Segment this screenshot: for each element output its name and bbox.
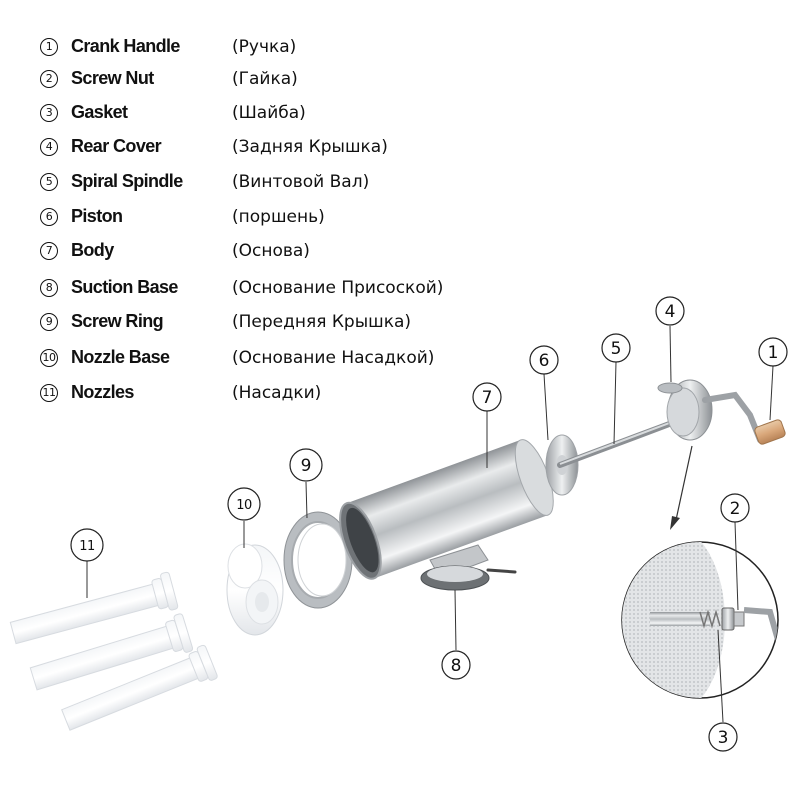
legend-label-ru: (Шайба) bbox=[232, 103, 306, 123]
spiral-spindle bbox=[557, 417, 683, 468]
legend-label-ru: (Гайка) bbox=[232, 69, 298, 89]
rear-cover bbox=[657, 379, 713, 441]
nozzle-1 bbox=[9, 571, 179, 645]
callout-2: 2 bbox=[720, 493, 750, 523]
nozzle-base bbox=[226, 543, 284, 636]
screw-ring bbox=[283, 511, 353, 609]
callout-6: 6 bbox=[529, 345, 559, 375]
legend-label-ru: (Ручка) bbox=[232, 37, 297, 57]
callout-label: 3 bbox=[718, 728, 729, 748]
callout-label: 8 bbox=[451, 656, 462, 676]
legend-item-crank-handle: 1 Crank Handle (Ручка) bbox=[40, 36, 480, 62]
body bbox=[339, 439, 554, 580]
callout-label: 7 bbox=[482, 388, 493, 408]
legend-label-en: Spiral Spindle bbox=[71, 171, 183, 191]
legend-number: 2 bbox=[40, 70, 58, 88]
legend-number: 1 bbox=[40, 38, 58, 56]
legend-number: 8 bbox=[40, 279, 58, 297]
legend-number: 6 bbox=[40, 208, 58, 226]
legend-number: 4 bbox=[40, 138, 58, 156]
callout-label: 1 bbox=[768, 343, 779, 363]
legend-label-en: Screw Nut bbox=[71, 68, 154, 88]
legend-label-ru: (Основание Присоской) bbox=[232, 278, 444, 298]
legend-item-screw-nut: 2 Screw Nut (Гайка) bbox=[40, 68, 480, 94]
legend-label-en: Crank Handle bbox=[71, 36, 180, 56]
callout-3: 3 bbox=[708, 722, 738, 752]
parts-legend: 1 Crank Handle (Ручка) 2 Screw Nut (Гайк… bbox=[40, 36, 480, 408]
legend-label-en: Nozzle Base bbox=[71, 347, 170, 367]
callout-label: 2 bbox=[730, 499, 741, 519]
legend-number: 9 bbox=[40, 313, 58, 331]
legend-item-body: 7 Body (Основа) bbox=[40, 240, 480, 266]
legend-item-nozzle-base: 10 Nozzle Base (Основание Насадкой) bbox=[40, 347, 480, 373]
crank-handle bbox=[702, 391, 786, 445]
callout-4: 4 bbox=[655, 296, 685, 326]
legend-number: 7 bbox=[40, 242, 58, 260]
nozzle-3 bbox=[61, 644, 218, 731]
callout-label: 9 bbox=[301, 456, 312, 476]
leader-lines bbox=[86, 325, 774, 723]
callout-11: 11 bbox=[70, 528, 104, 562]
legend-label-ru: (Насадки) bbox=[232, 383, 322, 403]
legend-label-ru: (Задняя Крышка) bbox=[232, 137, 388, 157]
callout-10: 10 bbox=[227, 487, 261, 521]
detail-zoom bbox=[621, 541, 779, 699]
callout-1: 1 bbox=[758, 337, 788, 367]
legend-label-ru: (Винтовой Вал) bbox=[232, 172, 370, 192]
zoom-arrow bbox=[670, 445, 693, 530]
legend-label-en: Piston bbox=[71, 206, 123, 226]
nozzle-2 bbox=[29, 613, 194, 691]
legend-item-spiral-spindle: 5 Spiral Spindle (Винтовой Вал) bbox=[40, 171, 480, 197]
legend-label-en: Rear Cover bbox=[71, 136, 162, 156]
legend-label-ru: (Основа) bbox=[232, 241, 310, 261]
legend-label-ru: (поршень) bbox=[232, 207, 325, 227]
legend-label-en: Nozzles bbox=[71, 382, 134, 402]
callout-5: 5 bbox=[601, 333, 631, 363]
callout-9: 9 bbox=[289, 448, 323, 482]
legend-label-ru: (Основание Насадкой) bbox=[232, 348, 435, 368]
callout-label: 10 bbox=[236, 498, 252, 513]
legend-label-en: Screw Ring bbox=[71, 311, 164, 331]
legend-item-suction-base: 8 Suction Base (Основание Присоской) bbox=[40, 277, 480, 303]
legend-item-nozzles: 11 Nozzles (Насадки) bbox=[40, 382, 480, 408]
legend-item-screw-ring: 9 Screw Ring (Передняя Крышка) bbox=[40, 311, 480, 337]
callout-label: 5 bbox=[611, 339, 622, 359]
legend-number: 5 bbox=[40, 173, 58, 191]
callout-7: 7 bbox=[472, 382, 502, 412]
callout-label: 11 bbox=[79, 539, 95, 554]
legend-number: 11 bbox=[40, 384, 58, 402]
legend-item-piston: 6 Piston (поршень) bbox=[40, 206, 480, 232]
legend-item-rear-cover: 4 Rear Cover (Задняя Крышка) bbox=[40, 136, 480, 162]
callout-8: 8 bbox=[441, 650, 471, 680]
legend-number: 10 bbox=[40, 349, 58, 367]
callout-label: 6 bbox=[539, 351, 550, 371]
legend-label-en: Suction Base bbox=[71, 277, 178, 297]
legend-label-ru: (Передняя Крышка) bbox=[232, 312, 412, 332]
nozzles bbox=[9, 571, 218, 731]
legend-label-en: Gasket bbox=[71, 102, 128, 122]
legend-label-en: Body bbox=[71, 240, 114, 260]
suction-base bbox=[420, 544, 517, 591]
legend-item-gasket: 3 Gasket (Шайба) bbox=[40, 102, 480, 128]
callout-label: 4 bbox=[665, 302, 676, 322]
legend-number: 3 bbox=[40, 104, 58, 122]
